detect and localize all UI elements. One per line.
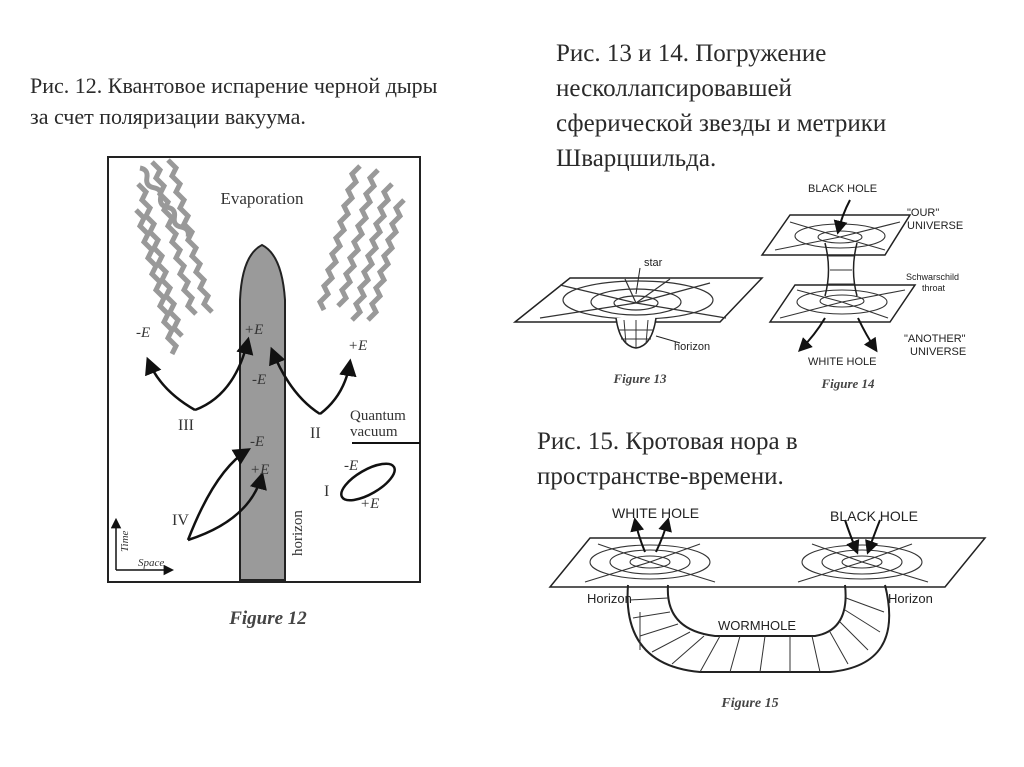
plus-e-label: +E <box>360 496 379 512</box>
throat-label: throat <box>922 283 946 293</box>
pair-ii-right-arrow <box>319 358 357 415</box>
pair-iv-lower-arrow <box>187 471 267 542</box>
white-hole-label: WHITE HOLE <box>808 356 876 368</box>
quantum-label: Quantum <box>350 408 406 424</box>
pair-ii-left-arrow <box>269 346 321 416</box>
another-universe-label: "ANOTHER" <box>904 333 966 345</box>
pair-iii-left-arrow <box>145 356 196 412</box>
plus-e-label: +E <box>244 322 263 338</box>
horizon-left-label: Horizon <box>587 591 632 606</box>
minus-e-label: -E <box>252 372 266 388</box>
throat-label: Schwarschild <box>906 272 959 282</box>
wormhole-tube-inner <box>666 584 847 637</box>
minus-e-label: -E <box>344 458 358 474</box>
roman-one-label: I <box>324 483 329 500</box>
caption-line: Рис. 12. Квантовое испарение черной дыры <box>30 73 438 98</box>
black-hole-arrow <box>865 519 881 555</box>
figure-14-grid <box>774 221 906 319</box>
star-bowl-grid <box>618 319 654 348</box>
caption-line: Рис. 13 и 14. Погружение <box>556 40 827 67</box>
horizon-label: horizon <box>290 510 306 556</box>
black-hole-arrow <box>844 519 860 555</box>
black-hole-label: BLACK HOLE <box>808 183 877 195</box>
roman-four-label: IV <box>172 512 189 529</box>
pair-iv-upper-arrow <box>186 448 251 541</box>
figure-13-14-caption: Рис. 13 и 14. Погружение несколлапсирова… <box>556 36 976 176</box>
star-pointer <box>635 267 641 295</box>
figure-15-grid <box>584 543 929 583</box>
wormhole-rings <box>629 597 885 673</box>
caption-line: сферической звезды и метрики <box>556 110 887 137</box>
caption-line: пространстве-времени. <box>537 463 784 490</box>
black-hole-arrow <box>833 199 851 235</box>
caption-line: Рис. 15. Кротовая нора в <box>537 428 798 455</box>
figure-15-caption: Рис. 15. Кротовая нора в пространстве-вр… <box>537 424 957 494</box>
caption-line: несколлапсировавшей <box>556 75 792 102</box>
pair-iii-right-arrow <box>194 336 254 412</box>
white-hole-arrow-right <box>857 317 878 353</box>
star-label: star <box>644 257 663 269</box>
wormhole-tube-outer <box>626 584 891 673</box>
evaporation-waves-right <box>316 164 406 322</box>
evaporation-label: Evaporation <box>220 189 304 208</box>
minus-e-label: -E <box>250 434 264 450</box>
another-universe-label: UNIVERSE <box>910 346 966 358</box>
figure-12-label: Figure 12 <box>228 608 307 629</box>
plus-e-label: +E <box>348 338 367 354</box>
wormhole-label: WORMHOLE <box>718 618 796 633</box>
white-hole-label: WHITE HOLE <box>612 505 699 521</box>
space-axis-label: Space <box>138 557 164 569</box>
black-hole-label: BLACK HOLE <box>830 508 918 524</box>
horizon-right-label: Horizon <box>888 591 933 606</box>
schwarzschild-throat <box>824 242 858 297</box>
roman-three-label: III <box>178 417 194 434</box>
white-hole-arrow <box>655 517 672 553</box>
our-universe-label: "OUR" <box>907 207 939 219</box>
pair-i-loop <box>340 462 396 502</box>
minus-e-label: -E <box>136 325 150 341</box>
horizon-label: horizon <box>674 341 710 353</box>
vacuum-label: vacuum <box>350 424 398 440</box>
white-hole-arrow <box>630 517 646 553</box>
caption-line: за счет поляризации вакуума. <box>30 104 306 129</box>
white-hole-arrow-left <box>798 317 826 352</box>
caption-line: Шварцшильда. <box>556 145 717 172</box>
evaporation-waves-left <box>134 158 214 356</box>
roman-two-label: II <box>310 425 321 442</box>
figure-13-label: Figure 13 <box>612 371 667 386</box>
our-universe-label: UNIVERSE <box>907 220 963 232</box>
figure-15-label: Figure 15 <box>720 696 778 711</box>
plus-e-label: +E <box>250 462 269 478</box>
time-axis-label: Time <box>119 530 131 552</box>
figure-12-frame <box>107 156 421 583</box>
figure-14-label: Figure 14 <box>820 376 875 391</box>
horizon-pointer <box>655 335 681 344</box>
throat-rings <box>828 255 854 285</box>
figure-12-caption: Рис. 12. Квантовое испарение черной дыры… <box>30 70 520 132</box>
